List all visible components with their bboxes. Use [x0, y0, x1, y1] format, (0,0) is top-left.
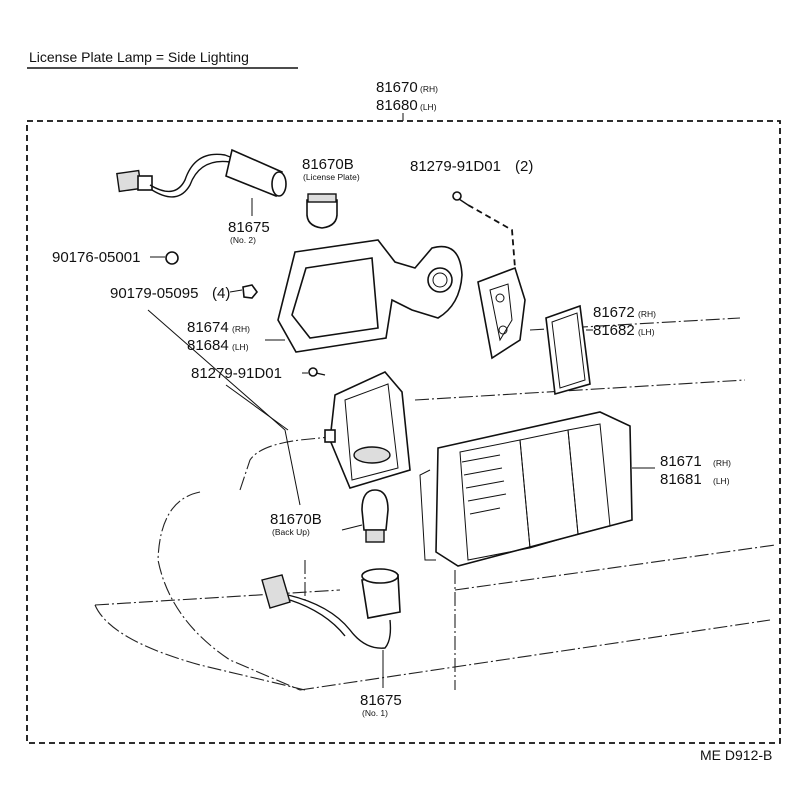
screw-top-head — [452, 191, 462, 201]
assembly-label: 81670 (RH) 81680 (LH) — [376, 79, 438, 121]
label-bulb-license-no: 81670B — [302, 156, 354, 173]
assembly-rh-no: 81670 — [376, 79, 418, 96]
assembly-lh: (LH) — [420, 102, 437, 112]
label-lens-plate-rh: (RH) — [638, 309, 656, 319]
screw-mid-part — [308, 367, 326, 377]
backup-housing-tab — [324, 429, 336, 443]
label-socket-no2-note: (No. 2) — [230, 235, 256, 245]
label-gasket-rh-no: 81674 — [187, 319, 229, 336]
license-lens-screw-1 — [495, 293, 505, 303]
socket-no2-assembly — [116, 148, 287, 216]
main-lens-edge — [419, 469, 436, 561]
license-bulb-glass — [306, 199, 338, 229]
nut-to-bulb-leader — [147, 309, 301, 506]
figure-code: ME D912-B — [700, 747, 772, 763]
assembly-rh: (RH) — [420, 84, 438, 94]
nut-body — [242, 284, 259, 299]
body-bumper-top — [94, 589, 341, 606]
label-lens-plate-lh-no: 81682 — [593, 322, 635, 339]
label-clip-no: 90176-05001 — [52, 249, 140, 266]
license-lens-plate-inner — [551, 312, 586, 389]
label-gasket-lh-no: 81684 — [187, 337, 229, 354]
gasket-inner — [291, 257, 379, 339]
label-nut-qty: (4) — [212, 285, 230, 302]
label-lens-main-rh: (RH) — [713, 458, 731, 468]
gasket-hole-inner — [432, 272, 448, 288]
main-lens — [419, 411, 655, 567]
backup-bulb — [361, 489, 389, 543]
main-lens-right-section — [567, 423, 611, 535]
leader-lines — [147, 289, 363, 531]
body-lower-line — [94, 604, 306, 691]
label-socket-no1-no: 81675 — [360, 692, 402, 709]
license-lens — [477, 266, 593, 396]
backup-bulb-leader — [341, 524, 363, 531]
license-lens-window — [489, 283, 513, 342]
body-bumper-top-r — [454, 544, 776, 591]
wire-no1 — [287, 594, 392, 649]
label-gasket-lh: (LH) — [232, 342, 249, 352]
main-lens-prism-lines — [461, 454, 507, 515]
screw-mid-head — [308, 367, 318, 377]
gasket-hole — [427, 267, 453, 293]
screw-top-part — [452, 191, 516, 269]
nut-leader — [229, 289, 243, 293]
label-gasket-rh: (RH) — [232, 324, 250, 334]
wire-no1-b — [289, 599, 346, 637]
screw-mid-shaft — [315, 372, 326, 376]
backup-bulb-base — [365, 529, 385, 543]
part-labels: 81670B (License Plate) 81675 (No. 2) 812… — [52, 156, 731, 718]
connector-no2-body — [137, 175, 153, 191]
label-bulb-backup-note: (Back Up) — [272, 527, 310, 537]
body-curve-2 — [239, 435, 341, 491]
connector-no1 — [261, 574, 291, 609]
body-upper-line — [414, 379, 746, 401]
label-lens-main-lh: (LH) — [713, 476, 730, 486]
backup-bulb-glass — [361, 489, 389, 531]
label-lens-plate-rh-no: 81672 — [593, 304, 635, 321]
license-lens-housing — [477, 266, 526, 360]
wire-no2-b — [151, 160, 231, 198]
screw-top-path — [467, 204, 516, 269]
socket-no2-end — [271, 171, 287, 197]
label-screw-top-no: 81279-91D01 — [410, 158, 501, 175]
vehicle-body-outline — [94, 317, 776, 691]
license-lens-screw-2 — [498, 325, 508, 335]
socket-no1-assembly — [261, 568, 401, 688]
nut-part — [242, 284, 259, 299]
assembly-boundary — [26, 120, 781, 744]
label-nut-no: 90179-05095 — [110, 285, 198, 302]
license-bulb-base — [307, 193, 337, 203]
label-lens-main-lh-no: 81681 — [660, 471, 702, 488]
screw-top-shaft — [458, 198, 469, 206]
backup-housing — [324, 371, 411, 489]
clip-body — [165, 251, 179, 265]
socket-no1-top — [361, 568, 399, 584]
backup-housing-inner — [344, 383, 399, 481]
socket-no2 — [225, 148, 283, 198]
main-lens-housing — [435, 411, 633, 567]
label-lens-main-rh-no: 81671 — [660, 453, 702, 470]
body-curve-1 — [157, 491, 301, 691]
license-bulb — [306, 193, 338, 229]
label-socket-no1-note: (No. 1) — [362, 708, 388, 718]
diagram-title-group: License Plate Lamp = Side Lighting — [27, 49, 298, 69]
assembly-lh-no: 81680 — [376, 97, 418, 114]
body-bumper-line — [299, 619, 771, 691]
label-screw-mid-no: 81279-91D01 — [191, 365, 282, 382]
screw-mid-leader-2 — [225, 384, 289, 431]
label-bulb-backup-no: 81670B — [270, 511, 322, 528]
label-bulb-license-note: (License Plate) — [303, 172, 360, 182]
label-screw-top-qty: (2) — [515, 158, 533, 175]
label-lens-plate-lh: (LH) — [638, 327, 655, 337]
backup-housing-socket-hole — [353, 446, 391, 464]
clip-part — [150, 251, 179, 265]
diagram-title: License Plate Lamp = Side Lighting — [29, 49, 249, 65]
backup-housing-shell — [329, 371, 411, 489]
label-socket-no2-no: 81675 — [228, 219, 270, 236]
gasket — [277, 239, 463, 353]
